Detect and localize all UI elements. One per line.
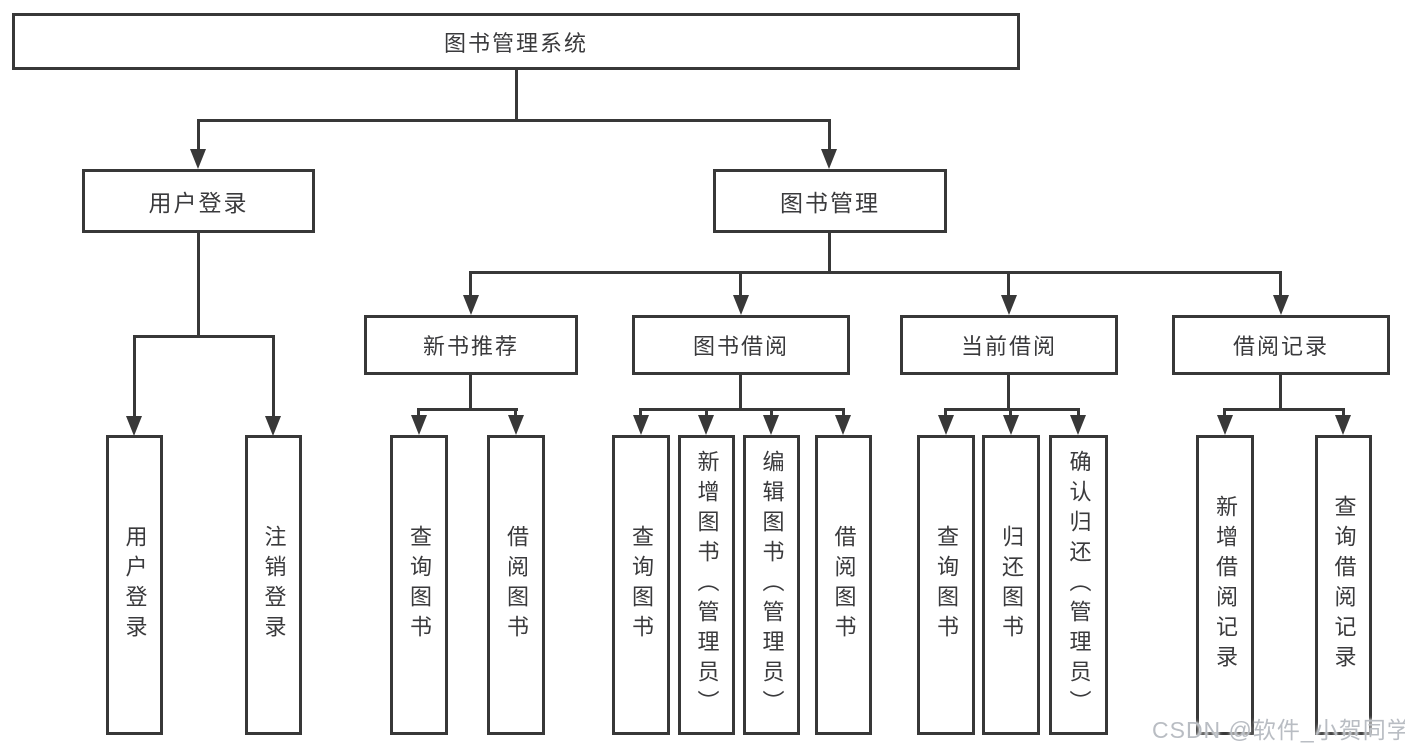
connector-vline (197, 233, 200, 337)
connector-vline (770, 408, 773, 418)
connector-vline (133, 335, 136, 418)
arrow-down-icon (1070, 415, 1086, 435)
connector-vline (1223, 408, 1226, 418)
arrow-down-icon (1003, 415, 1019, 435)
arrow-down-icon (835, 415, 851, 435)
leaf-edit-book-admin: 编辑图书（管理员） (743, 435, 800, 735)
node-borrowing-records: 借阅记录 (1172, 315, 1390, 375)
connector-vline (828, 233, 831, 273)
connector-vline (514, 408, 517, 418)
leaf-label: 借阅图书 (504, 525, 529, 645)
connector-hline (469, 271, 1282, 274)
node-book-management: 图书管理 (713, 169, 947, 233)
connector-vline (842, 408, 845, 418)
arrow-down-icon (1273, 295, 1289, 315)
node-label: 图书借阅 (692, 334, 789, 359)
leaf-return-book: 归还图书 (982, 435, 1040, 735)
connector-vline (1279, 271, 1282, 297)
node-user-login: 用户登录 (82, 169, 315, 233)
leaf-confirm-return-admin: 确认归还（管理员） (1049, 435, 1108, 735)
arrow-down-icon (265, 416, 281, 436)
node-label: 图书管理 (780, 190, 880, 216)
leaf-add-borrow-record: 新增借阅记录 (1196, 435, 1254, 735)
leaf-logout: 注销登录 (245, 435, 302, 735)
leaf-label: 编辑图书（管理员） (759, 450, 785, 720)
node-label: 借阅记录 (1232, 334, 1329, 359)
node-current-borrowing: 当前借阅 (900, 315, 1118, 375)
connector-vline (1342, 408, 1345, 418)
arrow-down-icon (1335, 415, 1351, 435)
arrow-down-icon (190, 149, 206, 169)
connector-vline (639, 408, 642, 418)
leaf-label: 查询图书 (629, 525, 654, 645)
leaf-label: 借阅图书 (831, 525, 857, 645)
leaf-label: 查询借阅记录 (1331, 495, 1357, 675)
connector-vline (1077, 408, 1080, 418)
connector-hline (944, 408, 1080, 411)
arrow-down-icon (821, 149, 837, 169)
connector-vline (739, 375, 742, 410)
arrow-down-icon (126, 416, 142, 436)
leaf-label: 新增借阅记录 (1213, 495, 1238, 675)
connector-hline (1223, 408, 1345, 411)
arrow-down-icon (698, 415, 714, 435)
leaf-label: 新增图书（管理员） (694, 450, 720, 720)
connector-vline (705, 408, 708, 418)
leaf-borrow-books-borrowing: 借阅图书 (815, 435, 872, 735)
connector-hline (639, 408, 845, 411)
arrow-down-icon (463, 295, 479, 315)
csdn-watermark: CSDN @软件_小贺同学 (1152, 717, 1405, 743)
arrow-down-icon (411, 415, 427, 435)
connector-vline (1007, 271, 1010, 297)
connector-vline (272, 335, 275, 418)
arrow-down-icon (508, 415, 524, 435)
connector-vline (417, 408, 420, 418)
leaf-label: 确认归还（管理员） (1066, 450, 1092, 720)
node-label: 新书推荐 (422, 334, 519, 359)
leaf-label: 用户登录 (122, 525, 148, 645)
arrow-down-icon (733, 295, 749, 315)
leaf-query-books-recommend: 查询图书 (390, 435, 448, 735)
connector-vline (944, 408, 947, 418)
leaf-query-borrow-record: 查询借阅记录 (1315, 435, 1372, 735)
leaf-add-book-admin: 新增图书（管理员） (678, 435, 735, 735)
node-book-borrowing: 图书借阅 (632, 315, 850, 375)
leaf-query-books-current: 查询图书 (917, 435, 975, 735)
node-label: 当前借阅 (960, 334, 1057, 359)
connector-vline (1007, 375, 1010, 410)
connector-vline (469, 375, 472, 410)
node-label: 用户登录 (148, 190, 249, 216)
connector-vline (1009, 408, 1012, 418)
arrow-down-icon (1217, 415, 1233, 435)
connector-hline (133, 335, 275, 338)
connector-hline (197, 119, 831, 122)
leaf-label: 归还图书 (999, 525, 1024, 645)
node-label: 图书管理系统 (443, 30, 588, 56)
arrow-down-icon (1001, 295, 1017, 315)
leaf-borrow-books-recommend: 借阅图书 (487, 435, 545, 735)
leaf-user-login: 用户登录 (106, 435, 163, 735)
connector-vline (739, 271, 742, 297)
leaf-label: 查询图书 (934, 525, 959, 645)
connector-hline (418, 408, 518, 411)
connector-vline (828, 119, 831, 151)
leaf-label: 查询图书 (407, 525, 432, 645)
connector-vline (469, 271, 472, 297)
arrow-down-icon (938, 415, 954, 435)
connector-vline (197, 119, 200, 151)
leaf-query-books-borrowing: 查询图书 (612, 435, 670, 735)
node-library-management-system: 图书管理系统 (12, 13, 1020, 70)
connector-vline (1279, 375, 1282, 410)
leaf-label: 注销登录 (261, 525, 287, 645)
node-new-book-recommendation: 新书推荐 (364, 315, 578, 375)
arrow-down-icon (633, 415, 649, 435)
connector-vline (515, 69, 518, 121)
arrow-down-icon (763, 415, 779, 435)
